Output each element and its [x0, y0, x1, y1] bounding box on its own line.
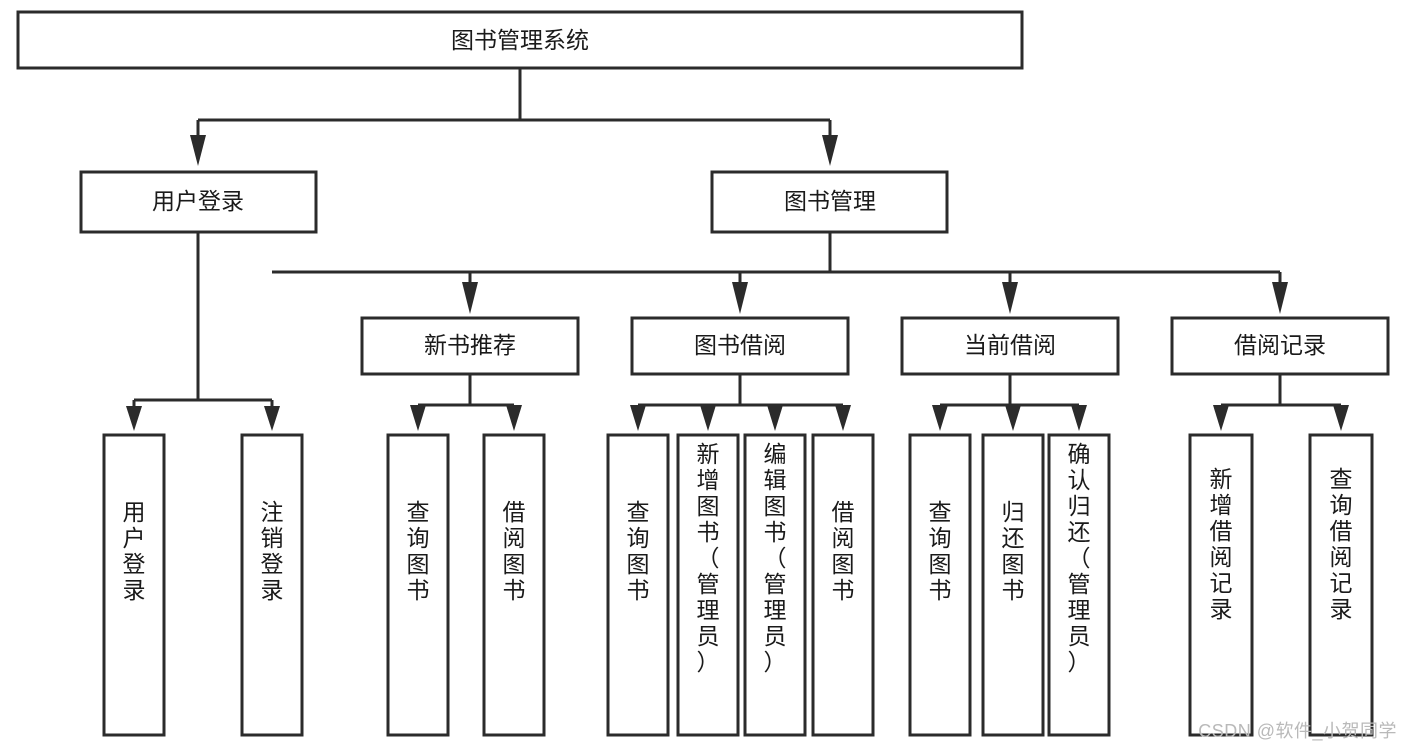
arrow-records-leaf-1 — [1213, 405, 1229, 431]
node-root-label: 图书管理系统 — [451, 27, 589, 53]
leaf-node-edit-book-admin-label: 编辑图书（管理员） — [764, 441, 787, 675]
arrow-records-leaf-2 — [1333, 405, 1349, 431]
node-book-borrow[interactable]: 图书借阅 — [630, 316, 850, 376]
node-book-management-label: 图书管理 — [784, 188, 876, 214]
arrow-user-login-leaf-2 — [264, 406, 280, 431]
leaf-node-query-books-new-label: 查询图书 — [407, 499, 430, 603]
node-book-management[interactable]: 图书管理 — [710, 170, 949, 234]
arrow-book-mgmt-to-current — [1002, 282, 1018, 314]
arrow-new-books-leaf-2 — [506, 405, 522, 431]
node-new-book-recommend-box[interactable] — [360, 316, 580, 376]
leaf-node-edit-book-admin[interactable]: 编辑图书（管理员） — [743, 433, 807, 737]
leaf-node-add-book-admin-label: 新增图书（管理员） — [697, 441, 720, 675]
leaf-node-query-books-new-box[interactable] — [386, 433, 450, 737]
arrow-new-books-leaf-1 — [410, 405, 426, 431]
node-current-borrow-box[interactable] — [900, 316, 1120, 376]
leaf-node-query-borrow-record[interactable]: 查询借阅记录 — [1308, 433, 1374, 737]
arrow-book-mgmt-to-records — [1272, 282, 1288, 314]
leaf-node-add-book-admin-box[interactable] — [676, 433, 740, 737]
node-book-management-box[interactable] — [710, 170, 949, 234]
node-borrow-records[interactable]: 借阅记录 — [1170, 316, 1390, 376]
node-current-borrow[interactable]: 当前借阅 — [900, 316, 1120, 376]
node-book-borrow-box[interactable] — [630, 316, 850, 376]
leaf-node-query-books-new[interactable]: 查询图书 — [386, 433, 450, 737]
arrow-book-mgmt-to-new-books — [462, 282, 478, 314]
leaf-node-logout-box[interactable] — [240, 433, 304, 737]
connector-layer — [126, 68, 1349, 431]
leaf-node-return-book-label: 归还图书 — [1002, 499, 1025, 603]
arrow-current-leaf-3 — [1071, 405, 1087, 431]
arrow-current-leaf-1 — [932, 405, 948, 431]
csdn-watermark: CSDN @软件_小贺同学 — [1198, 721, 1397, 741]
leaf-node-confirm-return-admin-label: 确认归还（管理员） — [1068, 441, 1091, 675]
leaf-node-confirm-return-admin-box[interactable] — [1047, 433, 1111, 737]
leaf-node-borrow-book-borrow-box[interactable] — [811, 433, 875, 737]
leaf-node-query-books-current[interactable]: 查询图书 — [908, 433, 972, 737]
node-book-borrow-label: 图书借阅 — [694, 332, 786, 358]
leaf-node-add-borrow-record[interactable]: 新增借阅记录 — [1188, 433, 1254, 737]
arrow-borrow-leaf-2 — [700, 405, 716, 431]
arrow-borrow-leaf-4 — [835, 405, 851, 431]
arrow-root-to-user-login — [190, 135, 206, 166]
leaf-node-borrow-books-new[interactable]: 借阅图书 — [482, 433, 546, 737]
leaf-node-query-borrow-record-box[interactable] — [1308, 433, 1374, 737]
leaf-node-add-book-admin[interactable]: 新增图书（管理员） — [676, 433, 740, 737]
leaf-node-return-book-box[interactable] — [981, 433, 1045, 737]
arrow-user-login-leaf-1 — [126, 406, 142, 431]
leaf-node-borrow-books-new-label: 借阅图书 — [503, 499, 526, 603]
leaf-node-query-books-borrow-box[interactable] — [606, 433, 670, 737]
leaf-node-query-books-borrow[interactable]: 查询图书 — [606, 433, 670, 737]
node-current-borrow-label: 当前借阅 — [964, 332, 1056, 358]
node-new-book-recommend-label: 新书推荐 — [424, 332, 516, 358]
leaf-node-logout[interactable]: 注销登录 — [240, 433, 304, 737]
leaf-node-query-books-current-box[interactable] — [908, 433, 972, 737]
node-user-login-label: 用户登录 — [152, 188, 244, 214]
leaf-node-borrow-book-borrow[interactable]: 借阅图书 — [811, 433, 875, 737]
leaf-node-return-book[interactable]: 归还图书 — [981, 433, 1045, 737]
leaf-node-query-books-current-label: 查询图书 — [929, 499, 952, 603]
node-user-login[interactable]: 用户登录 — [79, 170, 318, 234]
node-user-login-box[interactable] — [79, 170, 318, 234]
leaf-node-borrow-book-borrow-label: 借阅图书 — [832, 499, 855, 603]
node-borrow-records-box[interactable] — [1170, 316, 1390, 376]
leaf-node-edit-book-admin-box[interactable] — [743, 433, 807, 737]
arrow-borrow-leaf-3 — [767, 405, 783, 431]
node-borrow-records-label: 借阅记录 — [1234, 332, 1326, 358]
leaf-node-confirm-return-admin[interactable]: 确认归还（管理员） — [1047, 433, 1111, 737]
arrow-borrow-leaf-1 — [630, 405, 646, 431]
arrow-book-mgmt-to-borrow — [732, 282, 748, 314]
arrow-root-to-book-mgmt — [822, 135, 838, 166]
leaf-node-user-login[interactable]: 用户登录 — [102, 433, 166, 737]
leaf-node-user-login-box[interactable] — [102, 433, 166, 737]
leaf-node-query-borrow-record-label: 查询借阅记录 — [1330, 466, 1353, 622]
leaf-node-query-books-borrow-label: 查询图书 — [627, 499, 650, 603]
node-new-book-recommend[interactable]: 新书推荐 — [360, 316, 580, 376]
arrow-current-leaf-2 — [1005, 405, 1021, 431]
leaf-node-user-login-label: 用户登录 — [123, 499, 146, 603]
node-root-box[interactable] — [16, 10, 1024, 70]
node-root[interactable]: 图书管理系统 — [16, 10, 1024, 70]
leaf-node-borrow-books-new-box[interactable] — [482, 433, 546, 737]
leaf-node-add-borrow-record-box[interactable] — [1188, 433, 1254, 737]
leaf-node-logout-label: 注销登录 — [261, 499, 284, 603]
leaf-node-add-borrow-record-label: 新增借阅记录 — [1210, 466, 1233, 622]
